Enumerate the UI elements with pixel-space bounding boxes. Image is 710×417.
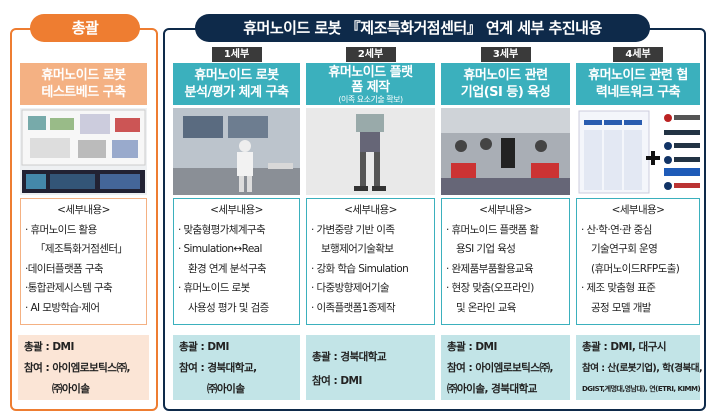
main-pill: 휴머노이드 로봇 『제조특화거점센터』 연계 세부 추진내용 (195, 14, 650, 42)
detail-item: 및 온라인 교육 (456, 301, 516, 314)
detail-item: · 맞춤형평가체계구축 (178, 223, 266, 236)
column-image (173, 108, 300, 195)
detail-item: · 다중방향제어기술 (311, 282, 390, 294)
lead-org: 총괄 : DMI (447, 341, 497, 353)
detail-item: 사용성 평가 및 검증 (188, 301, 269, 314)
overview-pill: 총괄 (30, 14, 140, 42)
detail-column-3: 3세부 휴머노이드 관련 기업(SI 등) 육성 <세부내용> · 휴머노이드 … (441, 47, 570, 400)
phase-badge: 1세부 (211, 47, 262, 62)
title-line: 기업(SI 등) 육성 (460, 85, 551, 100)
detail-item: 기술연구회 운영 (591, 243, 658, 255)
detail-item: · 휴머노이드 로봇 (178, 282, 250, 294)
column-image (441, 108, 570, 195)
title-line: 분석/평가 체계 구축 (184, 85, 289, 100)
overview-org-box: 총괄 : DMI 참여 : 아이엠로보틱스㈜, ㈜아이솔 (18, 335, 149, 400)
partner-logos-image (576, 108, 700, 195)
participant-orgs: 참여 : 산(로봇기업), 학(경북대, (582, 363, 703, 374)
detail-item: · Simulation↔Real (178, 243, 262, 255)
phase-badge: 3세부 (480, 47, 531, 62)
title-subtitle: (이족 요소기술 확보) (338, 95, 403, 104)
detail-item: · 완제품부품활용교육 (446, 262, 534, 275)
training-session-image (441, 108, 570, 195)
lead-org: 총괄 : DMI (24, 341, 74, 353)
detail-item: · 휴머노이드 플랫폼 활 (446, 223, 539, 236)
column-image (306, 108, 435, 195)
detail-item: ·데이터플랫폼 구축 (25, 262, 104, 275)
column-title: 휴머노이드 플랫 폼 제작 (이족 요소기술 확보) (306, 63, 435, 105)
title-line: 폼 제작 (351, 80, 390, 95)
detail-header: <세부내용> (57, 204, 110, 216)
testbed-layout-image (21, 109, 146, 193)
title-line: 휴머노이드 플랫 (328, 65, 413, 80)
column-title: 휴머노이드 로봇 분석/평가 체계 구축 (173, 63, 300, 105)
detail-item: · 가변중량 기반 이족 (311, 223, 395, 236)
detail-item: ·통합관제시스템 구축 (25, 282, 113, 294)
overview-title: 휴머노이드 로봇 테스트베드 구축 (20, 63, 147, 105)
exoskeleton-image (306, 108, 435, 195)
detail-item: 공정 모델 개발 (591, 301, 651, 314)
lead-org: 총괄 : DMI, 대구시 (582, 341, 667, 353)
title-line: 테스트베드 구축 (41, 85, 126, 100)
participant-orgs: ㈜아이솔 (207, 383, 245, 395)
column-title: 휴머노이드 관련 기업(SI 등) 육성 (441, 63, 570, 105)
detail-item: · AI 모방학습·제어 (25, 301, 100, 314)
detail-item: · 이족플랫폼1종제작 (311, 301, 396, 314)
participant-orgs: 참여 : 경북대학교, (179, 362, 257, 374)
detail-header: <세부내용> (479, 204, 532, 216)
detail-column-2: 2세부 휴머노이드 플랫 폼 제작 (이족 요소기술 확보) <세부내용> · … (306, 47, 435, 400)
detail-item: 보행제어기술확보 (321, 243, 394, 255)
column-title: 휴머노이드 관련 협 력네트워크 구축 (576, 63, 700, 105)
title-line: 휴머노이드 로봇 (41, 68, 126, 83)
phase-badge: 2세부 (345, 47, 396, 62)
title-line: 휴머노이드 로봇 (194, 68, 279, 83)
detail-item: · 현장 맞춤(오프라인) (446, 282, 534, 294)
phase-badge: 4세부 (613, 47, 663, 62)
detail-column-4: 4세부 휴머노이드 관련 협 력네트워크 구축 <세부내용> · 산·학·연·관… (576, 47, 703, 400)
title-line: 휴머노이드 관련 협 (588, 68, 688, 83)
title-line: 력네트워크 구축 (595, 85, 681, 100)
lead-org: 총괄 : DMI (179, 341, 229, 353)
column-detail-box: <세부내용> · 맞춤형평가체계구축 · Simulation↔Real 환경 연계… (173, 198, 300, 325)
detail-item: · 제조 맞춤형 표준 (581, 282, 656, 294)
detail-item: 용SI 기업 육성 (456, 243, 516, 255)
testbed-image (20, 108, 147, 195)
column-org-box: 총괄 : DMI 참여 : 경북대학교, ㈜아이솔 (173, 335, 300, 400)
participant-orgs: 참여 : 아이엠로보틱스㈜, (447, 362, 553, 374)
detail-item: 환경 연계 분석구축 (188, 262, 267, 275)
detail-item: · 강화 학습 Simulation (311, 262, 409, 275)
detail-item: (휴머노이드RFP도출) (591, 262, 680, 275)
lead-org: 총괄 : 경북대학교 (312, 351, 387, 363)
participant-orgs: ㈜아이솔 (52, 383, 90, 395)
column-org-box: 총괄 : DMI 참여 : 아이엠로보틱스㈜, ㈜아이솔, 경북대학교 (441, 335, 570, 400)
participant-orgs: 참여 : 아이엠로보틱스㈜, (24, 362, 130, 374)
title-line: 휴머노이드 관련 (463, 68, 548, 83)
participant-orgs: 참여 : DMI (312, 375, 362, 387)
participant-orgs: ㈜아이솔, 경북대학교 (447, 383, 537, 395)
robot-lab-image (173, 108, 300, 195)
detail-header: <세부내용> (344, 204, 397, 216)
detail-header: <세부내용> (611, 204, 665, 216)
column-image (576, 108, 700, 195)
detail-column-1: 1세부 휴머노이드 로봇 분석/평가 체계 구축 <세부내용> · 맞춤형평가체… (173, 47, 300, 400)
detail-item: · 휴머노이드 활용 (25, 223, 97, 236)
overview-detail-box: <세부내용> · 휴머노이드 활용 「제조특화거점센터」 ·데이터플랫폼 구축 … (20, 198, 147, 325)
detail-header: <세부내용> (210, 204, 263, 216)
detail-item: · 산·학·연·관 중심 (581, 223, 652, 236)
participant-orgs: DGIST,계명대,영남대), 연(ETRI, KIMM) (582, 385, 701, 393)
detail-item: 「제조특화거점센터」 (35, 243, 128, 255)
